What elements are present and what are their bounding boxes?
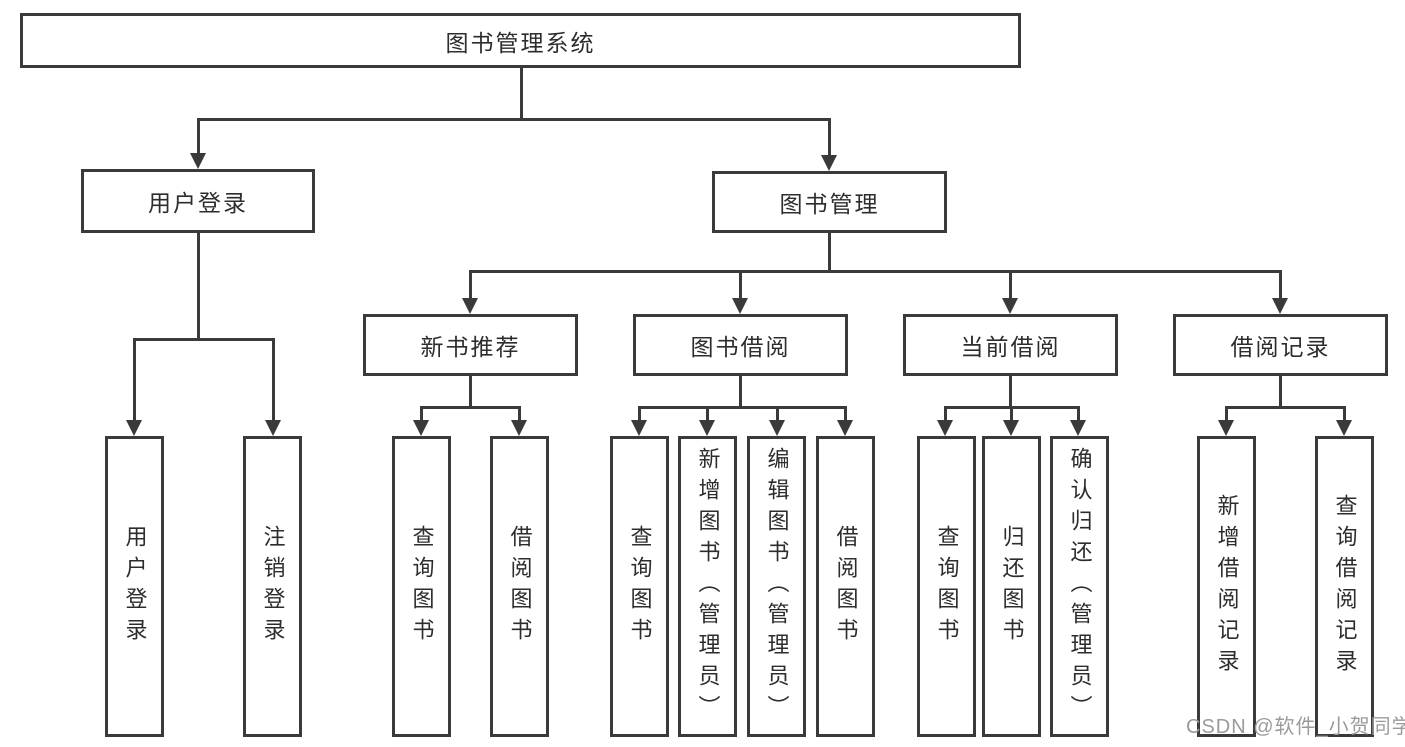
arrow-head: [413, 420, 429, 436]
arrow-head: [1070, 420, 1086, 436]
connector-line: [133, 338, 275, 341]
node-query-books-borrowing: 查询图书: [610, 436, 669, 737]
node-query-books-current-label: 查询图书: [934, 524, 960, 649]
connector-line: [469, 376, 472, 406]
node-library-system-label: 图书管理系统: [445, 29, 596, 56]
arrow-head: [837, 420, 853, 436]
node-new-book-recommend-label: 新书推荐: [420, 334, 521, 360]
node-user-login: 用户登录: [105, 436, 164, 737]
node-borrow-books-recommend-label: 借阅图书: [507, 524, 533, 649]
connector-line: [1009, 270, 1012, 298]
connector-line: [944, 406, 947, 420]
arrow-head: [631, 420, 647, 436]
connector-line: [1225, 406, 1228, 420]
arrow-head: [1272, 298, 1288, 314]
csdn-watermark: CSDN @软件_小贺同学: [1186, 716, 1405, 738]
connector-line: [420, 406, 423, 420]
connector-line: [638, 406, 641, 420]
arrow-head: [1336, 420, 1352, 436]
arrow-head: [511, 420, 527, 436]
connector-line: [197, 118, 200, 153]
connector-line: [133, 338, 136, 420]
arrow-head: [126, 420, 142, 436]
node-return-book: 归还图书: [982, 436, 1041, 737]
node-new-book-recommend: 新书推荐: [363, 314, 578, 376]
node-edit-book-admin-label: 编辑图书（管理员）: [764, 447, 790, 726]
node-add-book-admin-label: 新增图书（管理员）: [695, 447, 721, 726]
arrow-head: [190, 153, 206, 169]
node-current-borrowing-label: 当前借阅: [960, 334, 1061, 360]
connector-line: [1225, 406, 1346, 409]
connector-line: [272, 338, 275, 420]
arrow-head: [1002, 298, 1018, 314]
connector-line: [638, 406, 847, 409]
node-book-borrowing-label: 图书借阅: [690, 334, 791, 360]
node-user-login-group: 用户登录: [81, 169, 315, 233]
arrow-head: [937, 420, 953, 436]
connector-line: [776, 406, 779, 420]
connector-line: [844, 406, 847, 420]
node-query-books-current: 查询图书: [917, 436, 976, 737]
connector-line: [828, 233, 831, 272]
node-confirm-return-admin-label: 确认归还（管理员）: [1067, 447, 1093, 726]
node-logout-label: 注销登录: [260, 524, 286, 649]
node-borrow-books-recommend: 借阅图书: [490, 436, 549, 737]
arrow-head: [732, 298, 748, 314]
connector-line: [739, 376, 742, 406]
node-borrowing-records-label: 借阅记录: [1230, 334, 1331, 360]
node-add-borrow-record-label: 新增借阅记录: [1214, 493, 1240, 680]
node-book-management-label: 图书管理: [779, 191, 880, 217]
node-return-book-label: 归还图书: [999, 524, 1025, 649]
node-user-login-label: 用户登录: [122, 524, 148, 649]
arrow-head: [1218, 420, 1234, 436]
node-query-borrow-record: 查询借阅记录: [1315, 436, 1374, 737]
node-query-borrow-record-label: 查询借阅记录: [1332, 493, 1358, 680]
connector-line: [706, 406, 709, 420]
node-borrow-book: 借阅图书: [816, 436, 875, 737]
node-add-book-admin: 新增图书（管理员）: [678, 436, 737, 737]
node-edit-book-admin: 编辑图书（管理员）: [747, 436, 806, 737]
connector-line: [828, 118, 831, 155]
connector-line: [1343, 406, 1346, 420]
connector-line: [197, 233, 200, 338]
node-add-borrow-record: 新增借阅记录: [1197, 436, 1256, 737]
arrow-head: [1003, 420, 1019, 436]
arrow-head: [265, 420, 281, 436]
connector-line: [469, 270, 1282, 273]
connector-line: [197, 118, 831, 121]
node-query-books-recommend-label: 查询图书: [409, 524, 435, 649]
connector-line: [1009, 376, 1012, 406]
connector-line: [420, 406, 521, 409]
connector-line: [1279, 376, 1282, 406]
node-book-management: 图书管理: [712, 171, 947, 233]
arrow-head: [462, 298, 478, 314]
connector-line: [469, 270, 472, 298]
node-query-books-borrowing-label: 查询图书: [627, 524, 653, 649]
connector-line: [1010, 406, 1013, 420]
node-library-system: 图书管理系统: [20, 13, 1021, 68]
arrow-head: [769, 420, 785, 436]
connector-line: [1279, 270, 1282, 298]
connector-line: [518, 406, 521, 420]
node-user-login-group-label: 用户登录: [148, 190, 248, 216]
arrow-head: [699, 420, 715, 436]
connector-line: [520, 68, 523, 118]
node-borrowing-records: 借阅记录: [1173, 314, 1388, 376]
connector-line: [1077, 406, 1080, 420]
node-current-borrowing: 当前借阅: [903, 314, 1118, 376]
node-confirm-return-admin: 确认归还（管理员）: [1050, 436, 1109, 737]
node-book-borrowing: 图书借阅: [633, 314, 848, 376]
node-query-books-recommend: 查询图书: [392, 436, 451, 737]
node-logout: 注销登录: [243, 436, 302, 737]
arrow-head: [821, 155, 837, 171]
connector-line: [739, 270, 742, 298]
node-borrow-book-label: 借阅图书: [833, 524, 859, 649]
